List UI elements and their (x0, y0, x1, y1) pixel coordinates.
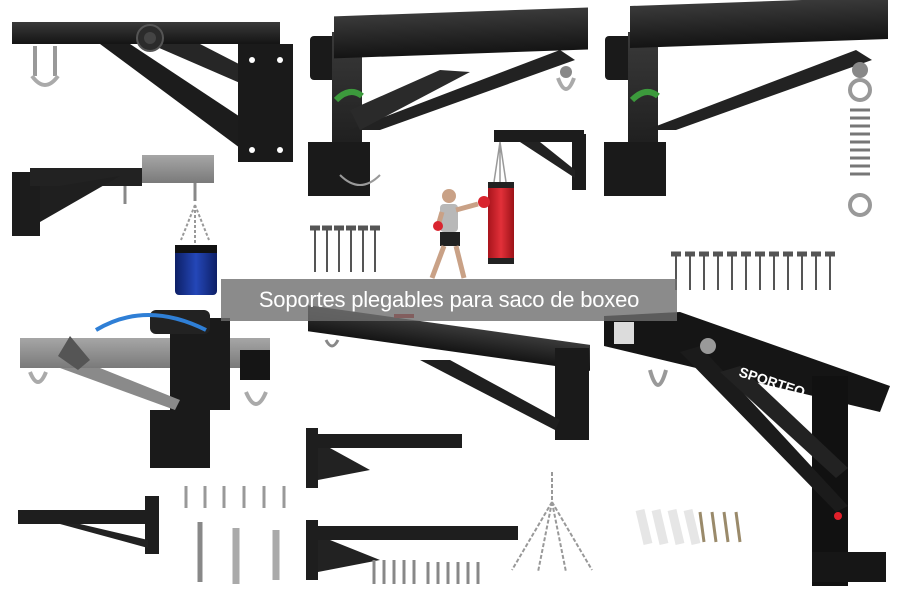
hardware-kit-left (184, 486, 286, 584)
bracket-top-right (604, 0, 888, 217)
hardware-kit-center (372, 560, 480, 584)
bracket-bottom-left (20, 310, 270, 468)
screws-set-center (310, 225, 380, 272)
screws-set-right (671, 251, 835, 290)
caption-banner: Soportes plegables para saco de boxeo (221, 279, 677, 321)
bracket-sporteq: SPORTEQ (604, 312, 890, 586)
bracket-small-bottom-left (18, 496, 159, 554)
caption-text: Soportes plegables para saco de boxeo (258, 287, 640, 312)
bracket-small-center (488, 130, 586, 264)
bracket-outline-1 (306, 428, 462, 488)
bracket-top-left (12, 22, 293, 162)
bracket-top-center (308, 7, 588, 196)
chain-kit (511, 472, 593, 573)
spring-icon (848, 78, 872, 217)
bracket-mid-left (12, 155, 217, 295)
rotate-arrow-icon (333, 88, 364, 103)
anchors-kit (635, 508, 742, 546)
fold-arrow-icon (94, 313, 207, 332)
bracket-center-bottom (308, 305, 590, 440)
bracket-outline-2 (306, 520, 518, 580)
boxer-figure (429, 189, 490, 279)
rotate-arrow-icon-2 (629, 88, 660, 103)
punching-bag (488, 182, 514, 264)
